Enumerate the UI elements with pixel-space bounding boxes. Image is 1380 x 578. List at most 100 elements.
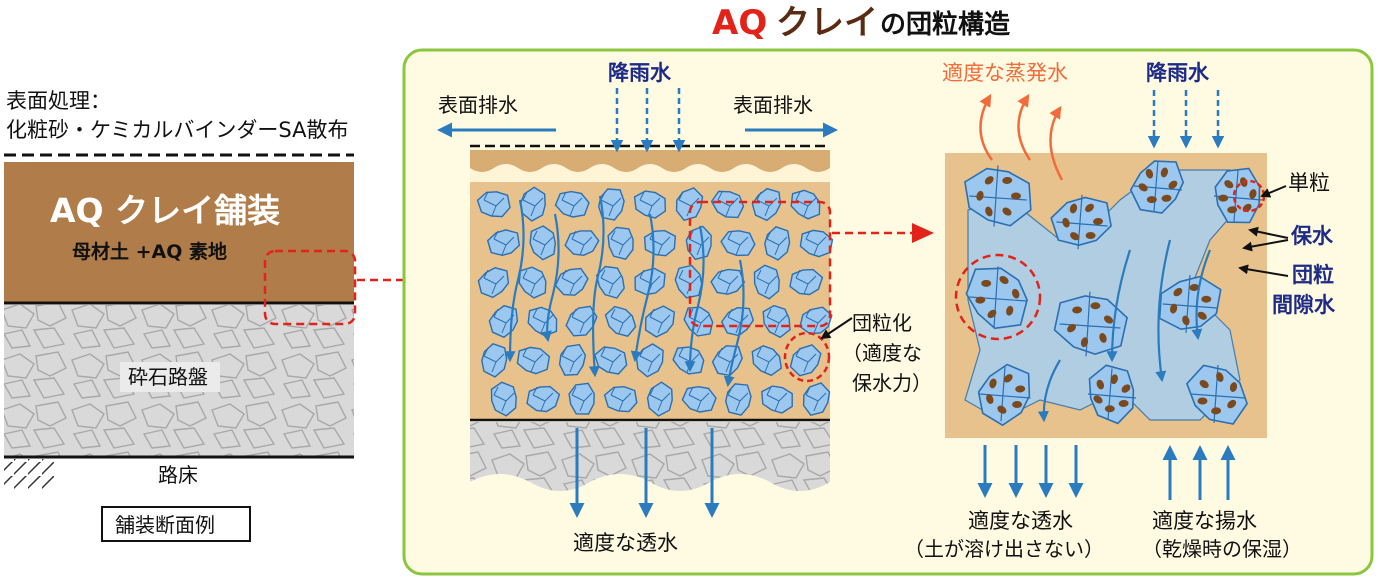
single-grain [1093, 395, 1103, 404]
aggregate [977, 363, 1031, 427]
single-grain [1093, 217, 1103, 226]
soil-aggregate [643, 229, 677, 257]
water-retention-pointer-1 [1248, 226, 1289, 239]
soil-aggregate [564, 230, 600, 257]
middle-grains [476, 186, 834, 417]
pore-water-line2: 間隙水 [1272, 293, 1336, 317]
single-grain-pointer [1260, 185, 1287, 198]
soil-aggregate [597, 188, 625, 221]
right-flow-arrows [1037, 239, 1212, 423]
single-grain [1080, 337, 1089, 348]
capillary-line2: （乾燥時の保湿） [1142, 537, 1302, 561]
soil-aggregate [529, 225, 557, 261]
middle-flow-arrows [504, 195, 745, 388]
single-grain [1229, 382, 1238, 393]
soil-aggregate [476, 191, 511, 218]
single-grain [1085, 232, 1096, 239]
zoom-arrowhead-2 [912, 223, 934, 243]
single-grain [1002, 176, 1013, 185]
infiltration-arrow [630, 213, 655, 363]
soil-aggregate [802, 382, 831, 417]
aggregation-pointer [820, 317, 853, 340]
single-grain [987, 309, 997, 319]
middle-surface-cream [470, 164, 830, 182]
single-grain [1211, 407, 1222, 415]
pore-flow-arrow [1155, 239, 1172, 383]
soil-aggregate [558, 343, 587, 376]
infiltration-arrow [540, 213, 560, 343]
soil-aggregate [790, 189, 821, 220]
single-grain [1168, 180, 1178, 189]
soil-aggregate [753, 264, 780, 300]
soil-aggregate [751, 187, 782, 222]
pavement-subtitle: 母材土 +AQ 素地 [72, 240, 227, 263]
middle-soil-block [470, 144, 834, 491]
aggregate-circle-highlight [954, 253, 1042, 341]
capillary-line1: 適度な揚水 [1152, 509, 1257, 533]
water-retention-pointer-2 [1242, 239, 1289, 252]
soil-aggregate [633, 190, 667, 219]
single-grain [1173, 287, 1183, 297]
caption-text: 舗装断面例 [115, 513, 215, 537]
zoom-region-middle [688, 200, 832, 328]
title-middle: クレイ [776, 3, 878, 43]
soil-aggregate [604, 305, 637, 337]
single-grain [1110, 374, 1118, 385]
base-label-box [120, 362, 220, 392]
aggregate [965, 266, 1028, 330]
surface-treatment-line1: 表面処理： [6, 89, 111, 113]
single-grain [1227, 206, 1238, 214]
single-grain [1062, 217, 1070, 228]
soil-aggregate [720, 230, 756, 257]
aggregate [1053, 291, 1128, 357]
single-grain [1103, 315, 1114, 324]
soil-aggregate [477, 267, 510, 299]
single-grain [1169, 303, 1178, 314]
soil-aggregate [635, 343, 664, 378]
soil-aggregate [710, 190, 745, 219]
single-grain [1199, 380, 1209, 389]
single-grain [1227, 399, 1237, 409]
single-grain [1118, 399, 1129, 408]
infiltration-arrow [684, 225, 705, 373]
aggregation-line2: （適度な [842, 341, 922, 365]
pore-flow-arrow [1191, 249, 1212, 341]
soil-aggregate [644, 305, 676, 338]
pavement-cross-section: 表面処理： 化粧砂・ケミカルバインダーSA散布 AQ クレイ舗装 母材土 +AQ… [4, 89, 357, 542]
single-grain [1218, 194, 1229, 202]
infiltration-arrow [588, 195, 605, 378]
infiltration-arrow [504, 199, 525, 363]
aggregate [1129, 160, 1185, 214]
single-grain [1138, 183, 1148, 192]
single-grain [1197, 311, 1207, 320]
base-label: 砕石路盤 [128, 365, 208, 389]
soil-aggregate [789, 268, 824, 296]
single-grain [1067, 324, 1076, 333]
single-grain [1011, 192, 1021, 200]
pavement-layer [4, 162, 354, 303]
soil-aggregate [764, 226, 791, 261]
aggregate-highlight [783, 331, 831, 383]
single-grain [1182, 315, 1190, 326]
single-grain [1224, 180, 1234, 189]
soil-aggregate [646, 381, 673, 417]
single-grain [1090, 302, 1101, 310]
caption-box [101, 506, 251, 542]
evap-arrow-3 [1049, 105, 1064, 181]
single-grain [985, 206, 993, 217]
soil-aggregate [789, 344, 822, 377]
middle-rain-label: 降雨水 [608, 61, 672, 85]
subgrade-hatch [4, 459, 54, 489]
single-grain [1096, 379, 1105, 390]
single-grain [1070, 232, 1080, 241]
water-retention-label: 保水 [1290, 224, 1334, 248]
infiltration-arrow [723, 259, 745, 388]
single-grain [986, 394, 994, 404]
soil-aggregate [607, 226, 634, 260]
soil-aggregate [595, 265, 625, 299]
pore-water-line1: 団粒 [1292, 263, 1334, 287]
soil-aggregate [751, 345, 783, 377]
right-permeation-line1: 適度な透水 [968, 509, 1073, 533]
aggregate [1158, 275, 1222, 333]
